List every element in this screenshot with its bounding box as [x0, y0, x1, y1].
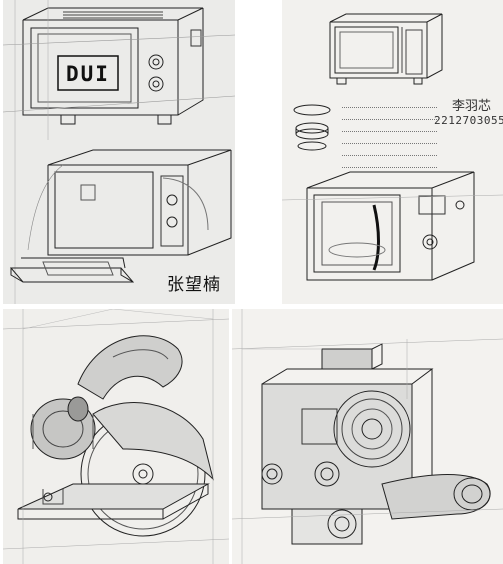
note-line: [342, 134, 437, 144]
microwave-drawing-1: [3, 0, 235, 304]
artist-signature: 张望楠: [167, 275, 221, 295]
microwave-drawing-2: [282, 13, 503, 281]
microwave-display-text: DUI: [66, 62, 110, 86]
camera-drawing: [232, 309, 503, 564]
artist-name: 李羽芯: [452, 99, 492, 114]
note-line: [342, 146, 437, 156]
student-id: 2212703055: [434, 114, 503, 127]
circular-saw-drawing: [3, 309, 229, 564]
camera-sketch-panel: [232, 309, 503, 564]
note-line: [342, 158, 437, 168]
note-line: [342, 110, 437, 120]
microwave-sketch-panel-1: DUI 张望楠: [3, 0, 235, 304]
circular-saw-sketch-panel: [3, 309, 229, 564]
microwave-sketch-panel-2: 李羽芯 2212703055: [282, 0, 503, 304]
note-line: [342, 98, 437, 108]
handwritten-notes: [342, 98, 437, 170]
note-line: [342, 122, 437, 132]
